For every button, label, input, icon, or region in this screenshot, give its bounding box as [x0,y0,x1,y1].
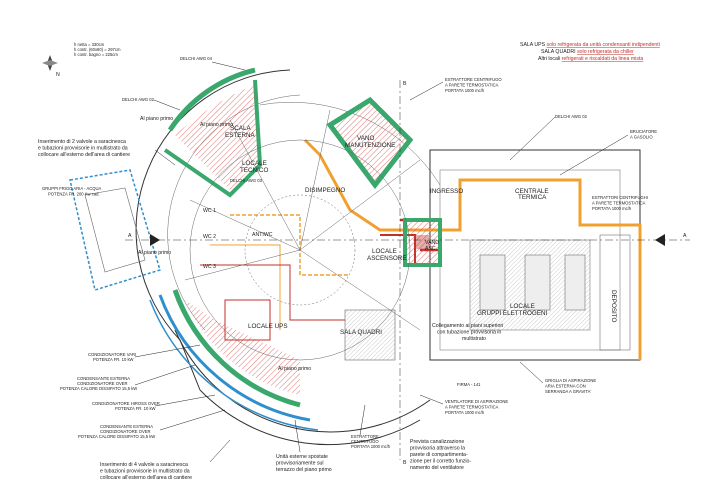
ventilatore-leader [419,394,444,405]
cond-esterna2-leader [159,409,226,431]
room-sala-quadri: SALA QUADRI [340,329,382,336]
room-wc1: WC 1 [203,208,216,214]
room-deposito: DEPOSITO [610,290,617,323]
ups-arcs [149,289,396,431]
north-arrow-icon [42,55,58,71]
delchi-03-label: DELCHI AWG 03 [230,178,263,183]
delchi-02-right-label: DELCHI AWG 02 [555,114,588,119]
axis-b-bottom: B [403,460,407,466]
fire-label: FIRMA - 141 [457,382,481,387]
al-piano-primo-1: Al piano primo [140,116,173,122]
bruciatore-leader [559,134,629,176]
valvole-bottom-leader [209,439,231,463]
axis-a-left: A [128,233,132,239]
room-disimpegno: DISIMPEGNO [305,187,345,194]
cond-ups1-leader [134,344,201,358]
griglia-leader [519,361,544,384]
estrattore-top-leader [409,81,444,101]
scale-notes: h netta = 330cm h contr. (60x60) = 297cm… [56,42,121,78]
delchi-02-left-label: DELCHI AWG 02 [122,97,155,102]
axis-a-right: A [683,233,687,239]
cond-esterna1-leader [134,364,196,386]
room-locale-ups: LOCALE UPS [248,323,288,330]
legend-line-2: SALA QUADRI solo refrigerata da chiller [541,49,634,55]
estrattore-bottom-leader [359,404,366,436]
al-piano-primo-3: Al piano primo [200,122,233,128]
al-piano-primo-4: Al piano primo [278,366,311,372]
delchi-02-right-leader [509,116,556,161]
room-ingresso: INGRESSO [430,188,463,195]
cond-ups2-leader [154,394,216,407]
radial-partitions [184,109,421,361]
scale-line-2: h contr. (60x60) = 297cm [74,47,121,52]
unita-esterne-leader [294,419,301,453]
gruppi-elettrogeni-area [469,234,631,351]
axis-b-top: B [403,81,407,87]
scale-line-3: h contr. bagno = 225cm [74,52,118,57]
north-label: N [56,72,60,78]
room-wc2: WC 2 [203,234,216,240]
vano-ascensore-box [403,218,442,267]
scale-line-1: h netta = 330cm [74,42,105,47]
gruppi-frigo-box [69,169,161,291]
valvole-top-leader [154,149,176,166]
vano-manutenzione-box [326,96,414,190]
section-axis [125,80,690,460]
legend: SALA UPS solo refrigerata da unità conde… [520,42,660,62]
al-piano-primo-2: Al piano primo [138,250,171,256]
legend-line-3: Altri locali refrigerati e riscaldati da… [538,56,643,62]
room-wc3: WC 3 [203,264,216,270]
orange-service-lines [210,138,642,360]
delchi-02-left-leader [153,99,181,111]
scala-esterna-walls [163,67,263,198]
delchi-04-label: DELCHI AWG 04 [180,56,213,61]
room-antiwc: ANTIWC [252,232,273,238]
delchi-04-leader [211,61,246,71]
legend-line-1: SALA UPS solo refrigerata da unità conde… [520,42,660,48]
